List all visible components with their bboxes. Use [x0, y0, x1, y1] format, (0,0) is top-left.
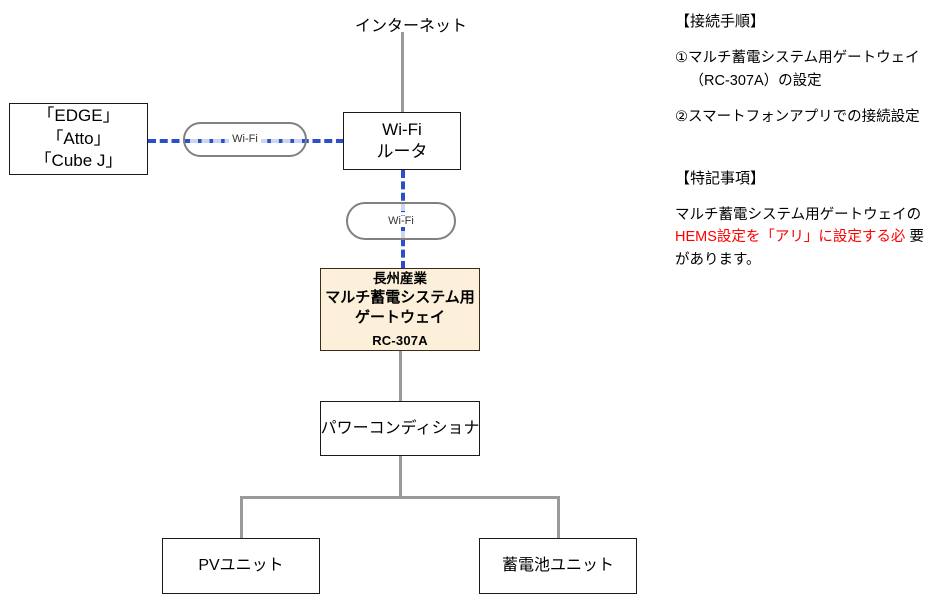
- gateway-name-line-2: ゲートウェイ: [354, 308, 445, 326]
- notes-panel: 【接続手順】 ①マルチ蓄電システム用ゲートウェイ （RC-307A）の設定 ②ス…: [675, 10, 925, 271]
- wire-branch-horizontal: [240, 496, 560, 499]
- gateway-name-line-1: マルチ蓄電システム用: [325, 289, 475, 307]
- remarks-line-3: 要があります。: [675, 229, 924, 268]
- gateway-model-number: RC-307A: [372, 332, 428, 348]
- procedure-item-1: ①マルチ蓄電システム用ゲートウェイ （RC-307A）の設定: [675, 47, 925, 92]
- node-wifi-router: Wi-Fi ルータ: [343, 112, 461, 170]
- notes-spacer: [675, 143, 925, 167]
- battery-unit-label: 蓄電池ユニット: [501, 557, 614, 575]
- procedure-item-1-sub: （RC-307A）の設定: [689, 72, 822, 89]
- procedure-item-1-main: ①マルチ蓄電システム用ゲートウェイ: [675, 50, 920, 67]
- wire-internet-to-router: [401, 32, 404, 112]
- procedure-item-2-main: ②スマートフォンアプリでの接続設定: [675, 109, 920, 126]
- node-power-conditioner: パワーコンディショナ: [320, 401, 480, 456]
- remarks-heading: 【特記事項】: [675, 169, 766, 187]
- pv-unit-label: PVユニット: [198, 557, 284, 575]
- remarks-body: マルチ蓄電システム用ゲートウェイの HEMS設定を「アリ」に設定する必 要があり…: [675, 204, 925, 271]
- wifi-badge-router-gateway: Wi-Fi: [346, 202, 456, 240]
- procedure-heading: 【接続手順】: [675, 13, 766, 30]
- remarks-highlight: HEMS設定を「アリ」に設定する必: [675, 229, 906, 246]
- wifi-badge-device-router: Wi-Fi: [183, 122, 307, 157]
- wifi-badge-label: Wi-Fi: [385, 215, 417, 227]
- router-line-2: ルータ: [376, 142, 428, 161]
- power-conditioner-label: パワーコンディショナ: [320, 419, 480, 437]
- procedure-item-2: ②スマートフォンアプリでの接続設定: [675, 106, 925, 128]
- wifi-badge-label: Wi-Fi: [229, 134, 261, 145]
- gateway-brand: 長州産業: [373, 271, 427, 287]
- device-line-3: 「Cube J」: [34, 151, 123, 171]
- router-line-1: Wi-Fi: [382, 119, 422, 139]
- device-line-1: 「EDGE」: [37, 106, 120, 126]
- node-pv-unit: PVユニット: [162, 538, 320, 594]
- node-gateway: 長州産業 マルチ蓄電システム用 ゲートウェイ RC-307A: [320, 268, 480, 351]
- remarks-line-1: マルチ蓄電システム用ゲートウェイの: [675, 206, 922, 223]
- wire-pcs-down: [399, 456, 402, 498]
- wire-branch-to-pv: [240, 496, 243, 538]
- wire-gateway-to-pcs: [399, 351, 402, 401]
- wire-branch-to-battery: [557, 496, 560, 538]
- internet-label: インターネット: [355, 18, 468, 35]
- node-smart-devices: 「EDGE」 「Atto」 「Cube J」: [9, 103, 148, 175]
- node-battery-unit: 蓄電池ユニット: [479, 538, 637, 594]
- device-line-2: 「Atto」: [46, 128, 111, 148]
